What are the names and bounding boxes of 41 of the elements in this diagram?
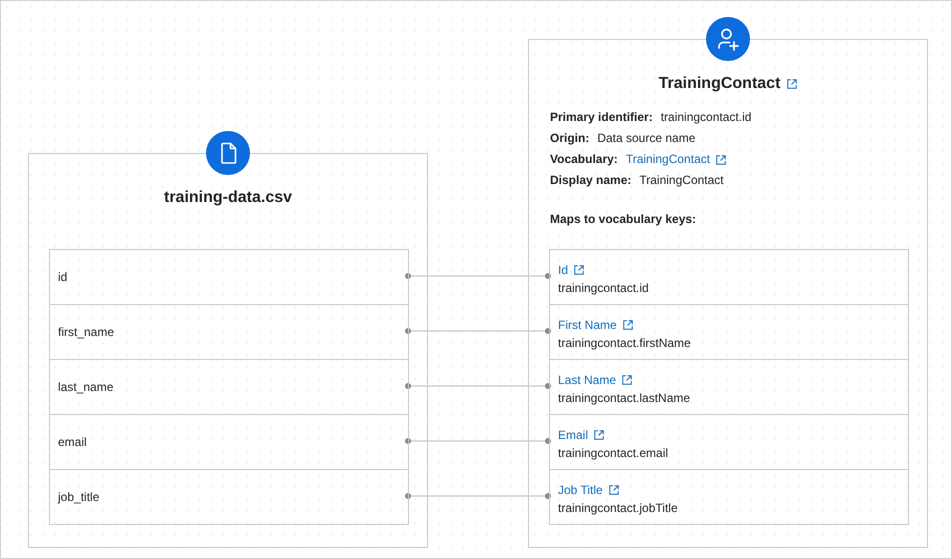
column-name: last_name bbox=[58, 379, 114, 395]
column-name: email bbox=[58, 434, 87, 450]
table-row bbox=[49, 249, 409, 305]
key-path: trainingcontact.email bbox=[558, 445, 668, 461]
connector-line bbox=[405, 493, 551, 499]
vocabulary-link: TrainingContact bbox=[626, 151, 710, 168]
vocabulary-key-link: First Name bbox=[558, 317, 617, 333]
key-path: trainingcontact.lastName bbox=[558, 390, 690, 406]
connector-line bbox=[405, 328, 551, 334]
table-row bbox=[549, 249, 909, 305]
field-label: Vocabulary: bbox=[550, 151, 618, 168]
key-path: trainingcontact.id bbox=[558, 280, 649, 296]
panel-title: TrainingContact bbox=[658, 74, 780, 94]
table-row bbox=[549, 359, 909, 415]
vocabulary-key-link: Email bbox=[558, 427, 588, 443]
table-row bbox=[549, 304, 909, 360]
key-path: trainingcontact.jobTitle bbox=[558, 500, 678, 516]
field-value: Data source name bbox=[597, 130, 696, 147]
table-row bbox=[549, 414, 909, 470]
connector-line bbox=[405, 438, 551, 444]
vocabulary-key-link: Last Name bbox=[558, 372, 616, 388]
column-name: first_name bbox=[58, 324, 114, 340]
connector-line bbox=[405, 383, 551, 389]
table-row bbox=[549, 469, 909, 525]
key-path: trainingcontact.firstName bbox=[558, 335, 691, 351]
panel-title: training-data.csv bbox=[164, 188, 292, 208]
connector-line bbox=[405, 273, 551, 279]
field-label: Display name: bbox=[550, 172, 632, 189]
field-label: Primary identifier: bbox=[550, 109, 653, 126]
column-name: id bbox=[58, 269, 68, 285]
field-label: Origin: bbox=[550, 130, 590, 147]
field-value: TrainingContact bbox=[639, 172, 724, 189]
vocabulary-key-link: Job Title bbox=[558, 482, 603, 498]
table-row bbox=[49, 304, 409, 360]
column-name: job_title bbox=[58, 489, 100, 505]
section-heading: Maps to vocabulary keys: bbox=[550, 211, 696, 228]
field-value: trainingcontact.id bbox=[660, 109, 752, 126]
table-row bbox=[49, 469, 409, 525]
table-row bbox=[49, 359, 409, 415]
vocabulary-key-link: Id bbox=[558, 262, 568, 278]
table-row bbox=[49, 414, 409, 470]
